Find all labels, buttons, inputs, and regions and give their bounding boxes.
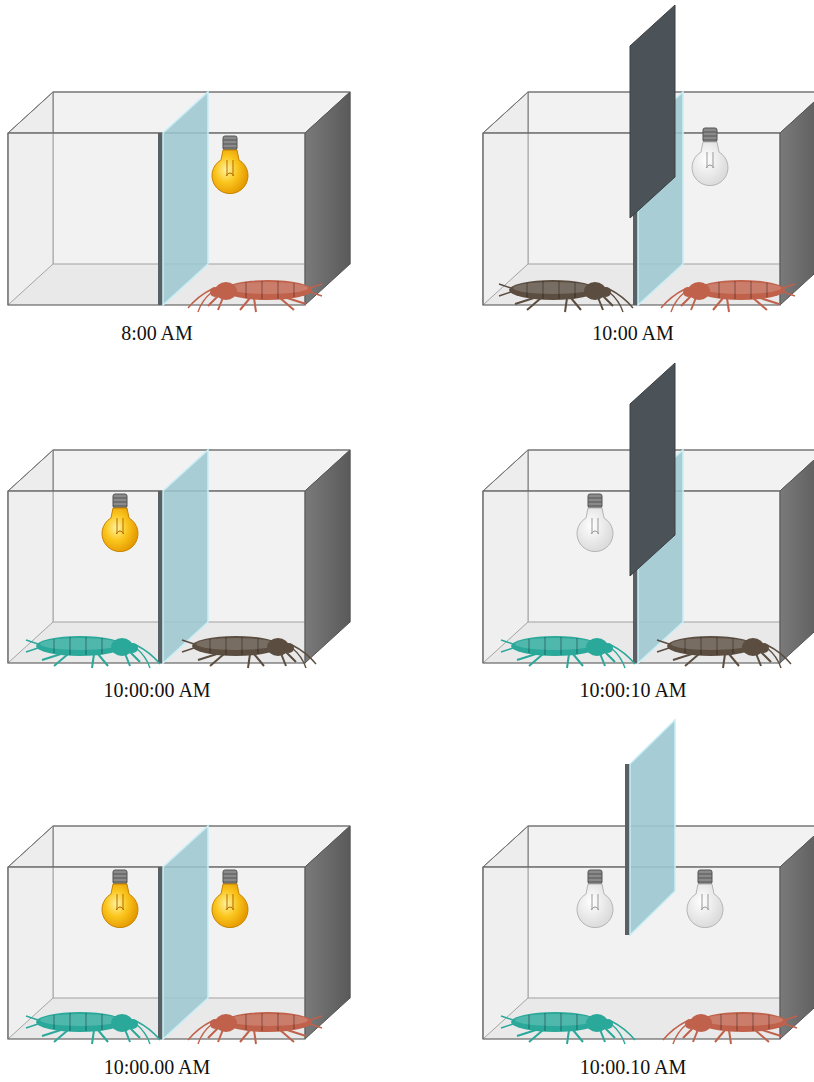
glass-chamber — [8, 92, 350, 312]
time-label: 10:00.00 AM — [104, 1056, 211, 1078]
time-label: 10:00:10 AM — [579, 679, 686, 701]
glass-chamber — [8, 826, 350, 1044]
time-label: 10:00.10 AM — [580, 1056, 687, 1078]
time-label: 10:00:00 AM — [103, 679, 210, 701]
time-label: 10:00 AM — [592, 322, 674, 344]
glass-chamber — [483, 5, 814, 312]
glass-chamber — [483, 720, 814, 1044]
time-label: 8:00 AM — [121, 322, 193, 344]
glass-chamber — [483, 363, 814, 668]
glass-chamber — [8, 450, 350, 668]
